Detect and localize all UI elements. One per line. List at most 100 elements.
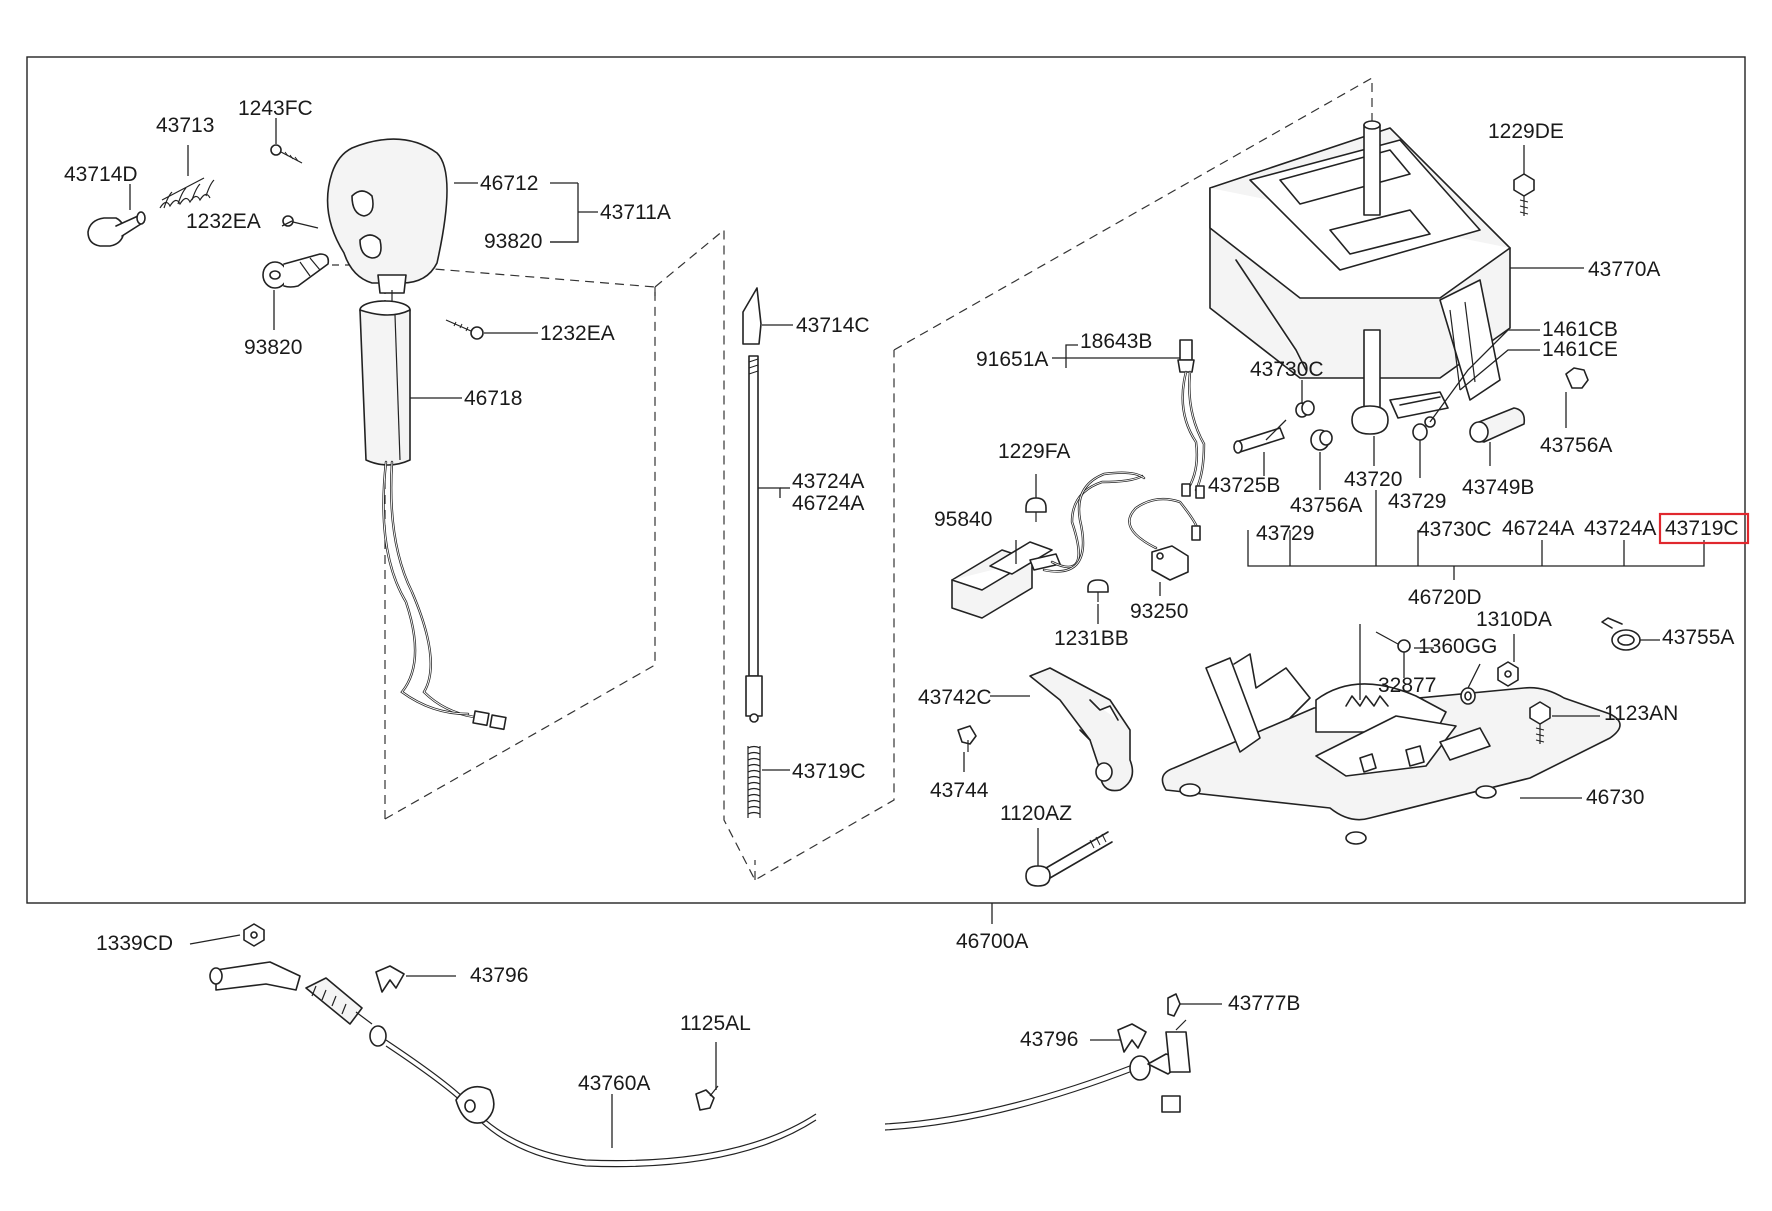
base-bracket-46730-icon	[1161, 653, 1621, 845]
label-1461cb: 1461CB	[1542, 318, 1618, 341]
collar-43729-icon	[1412, 423, 1428, 441]
label-1360gg: 1360GG	[1418, 635, 1497, 658]
label-46724a-upper: 46724A	[792, 492, 864, 515]
label-43729-left: 43729	[1256, 522, 1314, 545]
rod-tip-43714c-icon	[742, 287, 762, 345]
label-1229fa: 1229FA	[998, 440, 1070, 463]
label-43714c: 43714C	[796, 314, 870, 337]
label-43730c-upper: 43730C	[1250, 358, 1324, 381]
label-43714d: 43714D	[64, 163, 138, 186]
clip-43755a-icon	[1601, 617, 1641, 651]
label-43742c: 43742C	[918, 686, 992, 709]
label-43730c-lower: 43730C	[1418, 518, 1492, 541]
label-43760a: 43760A	[578, 1072, 650, 1095]
label-1243fc: 1243FC	[238, 97, 313, 120]
label-1229de: 1229DE	[1488, 120, 1564, 143]
switch-93250-icon	[1128, 497, 1201, 581]
label-1231bb: 1231BB	[1054, 627, 1129, 650]
label-43777b: 43777B	[1228, 992, 1300, 1015]
shift-cable-43760a-icon	[209, 961, 1191, 1168]
push-rod-group	[654, 228, 895, 881]
washer-1360gg-icon	[1460, 687, 1476, 705]
label-43719c-lower: 43719C	[1665, 517, 1739, 540]
label-43729-right: 43729	[1388, 490, 1446, 513]
solenoid-95840-icon	[951, 471, 1146, 619]
shift-knob-46712-icon	[326, 138, 448, 305]
switch-harness-18643b-icon	[1177, 339, 1206, 499]
bolt-1120az-icon	[1025, 831, 1113, 887]
spring-43719c-icon	[747, 745, 761, 818]
screw-1229fa-icon	[1025, 497, 1047, 522]
label-43796-left: 43796	[470, 964, 528, 987]
label-95840: 95840	[934, 508, 992, 531]
clip-43796-right-icon	[1117, 1023, 1147, 1053]
screw-32877-icon	[1375, 631, 1411, 653]
pin-43777b-icon	[1167, 993, 1181, 1017]
label-43719c-upper: 43719C	[792, 760, 866, 783]
label-1232ea-upper: 1232EA	[186, 210, 261, 233]
bolt-1229de-icon	[1513, 173, 1535, 216]
label-46730: 46730	[1586, 786, 1644, 809]
pin-43725b-icon	[1233, 427, 1285, 454]
screw-1232ea-lower-icon	[445, 319, 484, 340]
bushing-43730c-icon	[1295, 400, 1315, 418]
part-labels: 43714D 43713 1243FC 1232EA 46712 43711A …	[64, 97, 1750, 1095]
push-rod-43724a-icon	[745, 355, 763, 723]
screw-1243fc-icon	[270, 144, 303, 164]
label-43720: 43720	[1344, 468, 1402, 491]
label-1339cd: 1339CD	[96, 932, 173, 955]
label-43744: 43744	[930, 779, 989, 802]
label-1461ce: 1461CE	[1542, 338, 1618, 361]
leader-lines	[129, 118, 1705, 1148]
label-43724a-upper: 43724A	[792, 470, 864, 493]
label-43755a: 43755A	[1662, 626, 1734, 649]
label-93820-lower: 93820	[244, 336, 302, 359]
nut-1310da-icon	[1497, 661, 1519, 687]
screw-1232ea-upper-icon	[282, 215, 319, 229]
bolt-1125al-icon	[695, 1085, 719, 1111]
label-43713: 43713	[156, 114, 214, 137]
label-1232ea-lower: 1232EA	[540, 322, 615, 345]
label-46712: 46712	[480, 172, 538, 195]
label-46724a-lower: 46724A	[1502, 517, 1574, 540]
highlight-box-43719c	[1658, 512, 1750, 545]
indicator-housing-43770a-icon	[1209, 120, 1511, 401]
spring-43713-icon	[159, 177, 215, 209]
label-46718: 46718	[464, 387, 522, 410]
label-18643b: 18643B	[1080, 330, 1152, 353]
label-46700a: 46700A	[956, 930, 1028, 953]
label-43749b: 43749B	[1462, 476, 1534, 499]
label-1310da: 1310DA	[1476, 608, 1552, 631]
label-43725b: 43725B	[1208, 474, 1280, 497]
pipe-43749b-icon	[1469, 407, 1526, 443]
label-91651a: 91651A	[976, 348, 1048, 371]
label-43756a-upper: 43756A	[1540, 434, 1612, 457]
label-93820-upper: 93820	[484, 230, 542, 253]
knob-wire-harness-icon	[382, 460, 507, 731]
shift-boot-46718-icon	[359, 300, 411, 466]
label-32877: 32877	[1378, 674, 1436, 697]
label-43724a-lower: 43724A	[1584, 517, 1656, 540]
clip-43744-icon	[957, 725, 977, 752]
knob-button-43714d-icon	[87, 211, 146, 247]
detent-lever-43742c-icon	[1029, 667, 1134, 792]
label-43756a-lower: 43756A	[1290, 494, 1362, 517]
switch-bracket-93820-icon	[262, 253, 330, 289]
shift-knob-group	[87, 138, 656, 820]
bolt-1123an-icon	[1529, 701, 1551, 744]
label-1125al: 1125AL	[680, 1012, 751, 1035]
lever-shaft-43720-icon	[1351, 329, 1449, 435]
label-93250: 93250	[1130, 600, 1188, 623]
cap-43756a-upper-icon	[1565, 367, 1589, 389]
label-1120az: 1120AZ	[1000, 802, 1072, 825]
nut-1339cd-icon	[243, 923, 265, 947]
label-43796-right: 43796	[1020, 1028, 1078, 1051]
main-assembly-dashed-outline	[893, 76, 1373, 351]
label-1123an: 1123AN	[1604, 702, 1678, 725]
label-46720d: 46720D	[1408, 586, 1482, 609]
bushing-43756a-lower-icon	[1310, 429, 1333, 451]
assembly-frame	[26, 56, 1746, 904]
screw-1231bb-icon	[1087, 579, 1109, 602]
clip-43796-left-icon	[375, 965, 405, 993]
